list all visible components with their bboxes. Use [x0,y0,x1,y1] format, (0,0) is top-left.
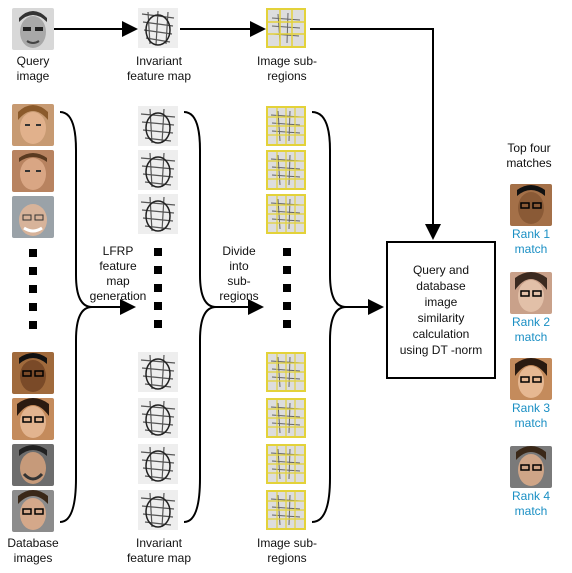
rank-2-label: Rank 2 match [511,315,551,344]
invariant-feature-map-bottom-label: Invariant feature map [126,536,192,565]
brace-divide [183,111,217,523]
lfrp-label: LFRP feature map generation [89,244,147,303]
rank-4-label: Rank 4 match [511,489,551,518]
ellipsis-dot-icon [283,302,291,310]
database-face-icon [12,352,54,394]
ellipsis-dot-icon [283,320,291,328]
divide-label: Divide into sub- regions [219,244,259,303]
invariant-feature-map-top-label: Invariant feature map [126,54,192,83]
subregion-grid-icon [266,490,306,530]
subregion-grid-icon [266,194,306,234]
feature-map-icon [138,444,178,484]
feature-map-icon [138,150,178,190]
ellipsis-dot-icon [29,249,37,257]
face-rank-2-icon [510,272,552,314]
arrow-icon [310,28,441,240]
brace-similarity [311,111,347,523]
feature-map-icon [138,8,178,48]
feature-map-icon [138,194,178,234]
ellipsis-dot-icon [29,303,37,311]
ellipsis-dot-icon [29,267,37,275]
ellipsis-dot-icon [154,302,162,310]
ellipsis-dot-icon [29,321,37,329]
subregion-grid-icon [266,398,306,438]
database-face-icon [12,490,54,532]
rank-3-label: Rank 3 match [511,401,551,430]
subregion-grid-icon [266,352,306,392]
ellipsis-dot-icon [154,320,162,328]
face-rank-3-icon [510,358,552,400]
ellipsis-dot-icon [283,266,291,274]
rank-1-label: Rank 1 match [511,227,551,256]
database-face-icon [12,150,54,192]
ellipsis-dot-icon [29,285,37,293]
subregion-grid-icon [266,106,306,146]
ellipsis-dot-icon [283,248,291,256]
database-face-icon [12,196,54,238]
database-images-label: Database images [7,536,59,565]
face-rank-4-icon [510,446,552,488]
database-face-icon [12,398,54,440]
similarity-process-box: Query and database image similarity calc… [386,241,496,379]
image-subregions-top-label: Image sub- regions [256,54,318,83]
similarity-process-text: Query and database image similarity calc… [399,263,483,357]
ellipsis-dot-icon [154,284,162,292]
feature-map-icon [138,352,178,392]
top-four-matches-label: Top four matches [506,141,552,170]
brace-lfrp [59,111,93,523]
feature-map-icon [138,106,178,146]
face-rank-1-icon [510,184,552,226]
feature-map-icon [138,490,178,530]
ellipsis-dot-icon [154,266,162,274]
ellipsis-dot-icon [154,248,162,256]
feature-map-icon [138,398,178,438]
database-face-icon [12,444,54,486]
subregion-grid-icon [266,150,306,190]
subregion-grid-icon [266,444,306,484]
query-image-label: Query image [16,54,50,83]
subregion-grid-icon [266,8,306,48]
image-subregions-bottom-label: Image sub- regions [256,536,318,565]
database-face-icon [12,104,54,146]
query-face-icon [12,8,54,50]
ellipsis-dot-icon [283,284,291,292]
